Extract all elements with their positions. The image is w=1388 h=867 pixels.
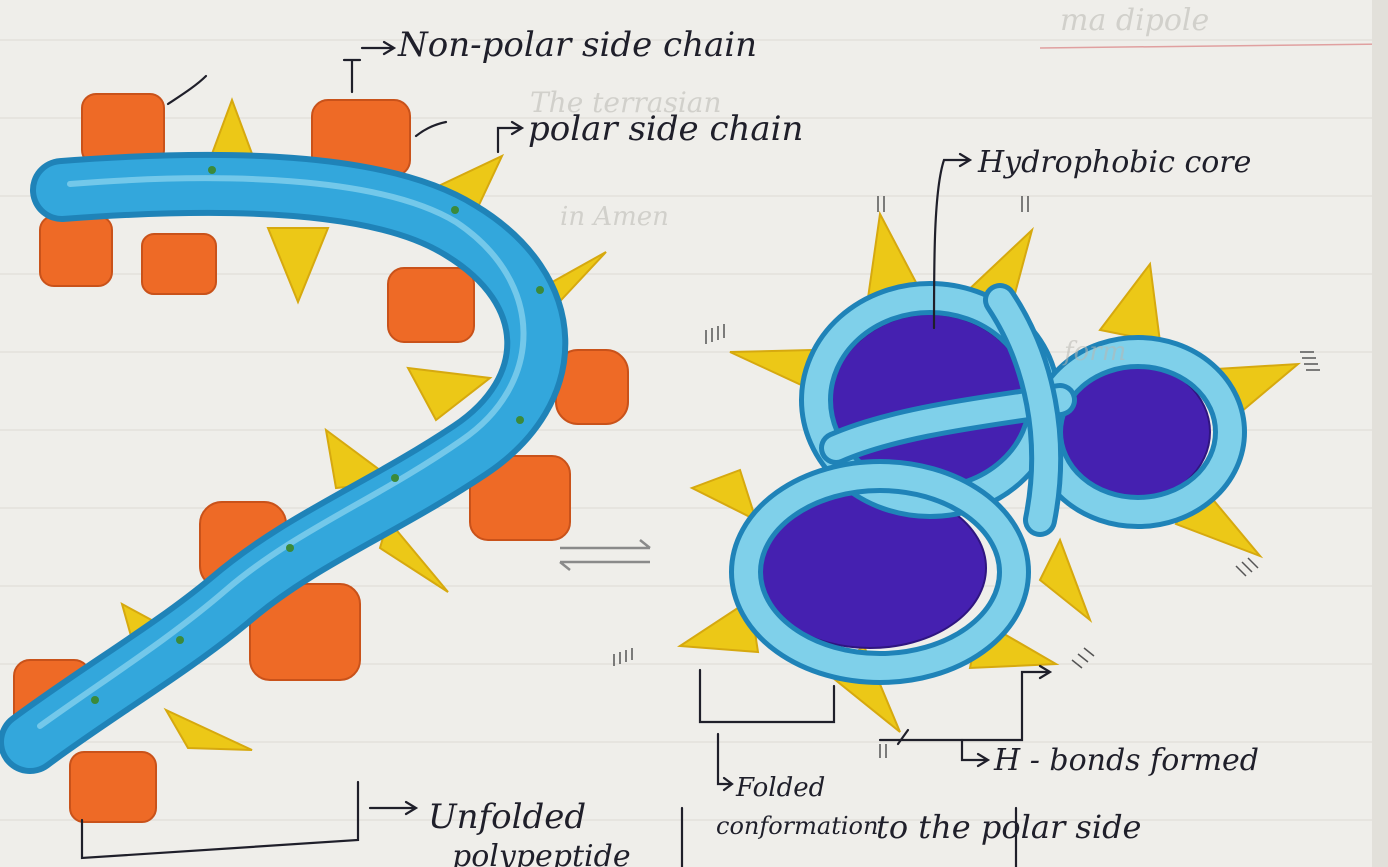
nonpolar-side-chain <box>388 268 474 342</box>
svg-text:in Amen: in Amen <box>560 202 669 232</box>
continuation-text: to the polar side <box>876 808 1141 846</box>
unfolded-polypeptide <box>14 94 628 822</box>
unfolded-label: Unfolded <box>428 797 586 837</box>
equilibrium-arrows <box>560 540 650 570</box>
folded-conformation <box>614 196 1320 758</box>
polypeptide-label: polypeptide <box>452 839 631 867</box>
svg-text:ma dipole: ma dipole <box>1060 3 1209 38</box>
folded-label: Folded <box>735 773 825 803</box>
polar-side-chain <box>730 350 812 390</box>
svg-text:form: form <box>1062 337 1126 367</box>
polar-side-chain <box>692 470 756 520</box>
nonpolar-side-chain <box>40 216 112 286</box>
polar-side-chain <box>1100 264 1160 342</box>
conformation-label: conformation <box>716 812 878 840</box>
h-bonds-label: H - bonds formed <box>993 743 1259 778</box>
polar-side-chain-label: polar side chain <box>528 109 803 149</box>
polar-side-chain <box>1040 540 1090 620</box>
polar-side-chain <box>166 710 252 750</box>
hydrophobic-core-label: Hydrophobic core <box>977 145 1251 180</box>
nonpolar-side-chain <box>142 234 216 294</box>
nonpolar-side-chain <box>70 752 156 822</box>
polar-side-chain <box>268 228 328 302</box>
nonpolar-side-chain-label: Non-polar side chain <box>397 25 757 65</box>
